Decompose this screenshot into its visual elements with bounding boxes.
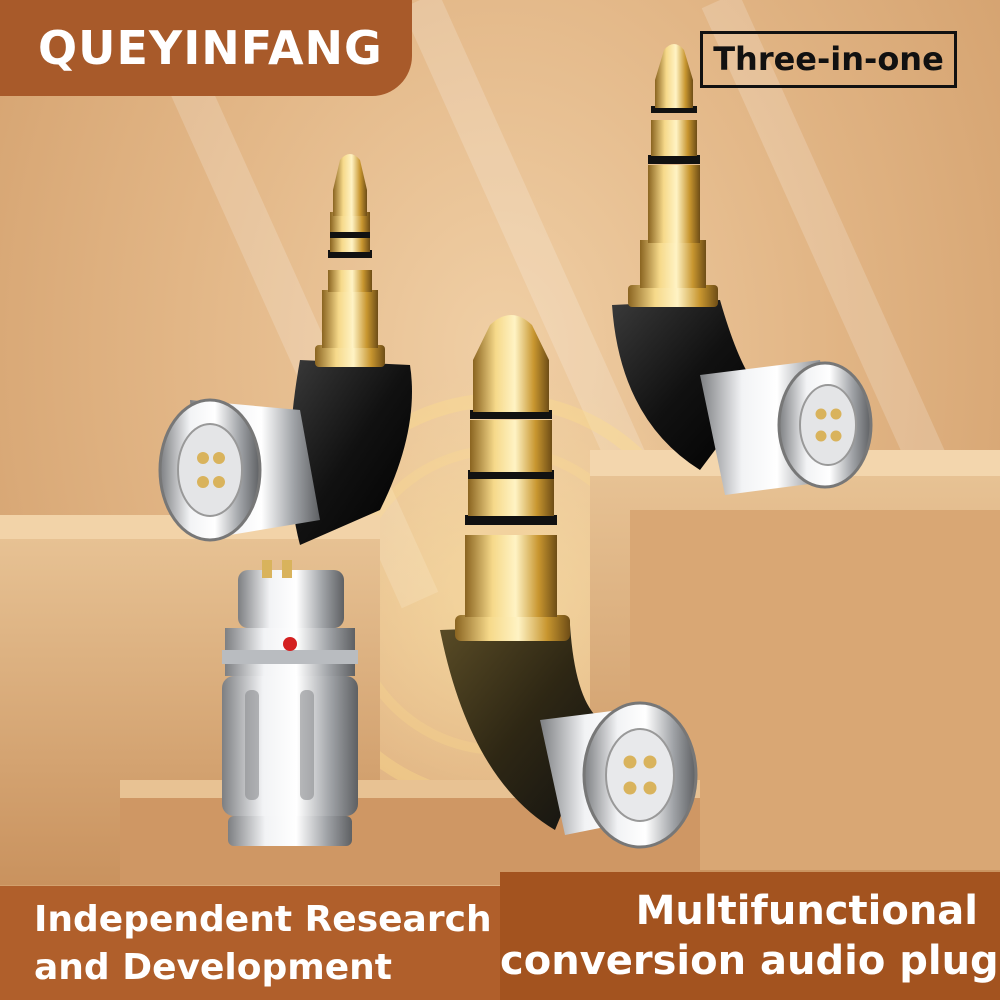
footer-left-band: Independent Research and Development: [0, 886, 500, 1000]
footer-right-band: Multifunctional conversion audio plug: [500, 872, 1000, 1000]
footer-right-line1: Multifunctional: [635, 888, 978, 934]
footer-left-line1: Independent Research: [34, 899, 492, 940]
plug-center: [440, 315, 698, 849]
plug-right: [612, 44, 873, 495]
brand-name: QUEYINFANG: [0, 0, 412, 96]
footer-left-line2: and Development: [34, 947, 393, 988]
footer-right-line2: conversion audio plug: [500, 938, 999, 984]
three-in-one-tag: Three-in-one: [700, 31, 957, 88]
plug-left: [158, 154, 412, 545]
silver-connector: [222, 560, 358, 846]
